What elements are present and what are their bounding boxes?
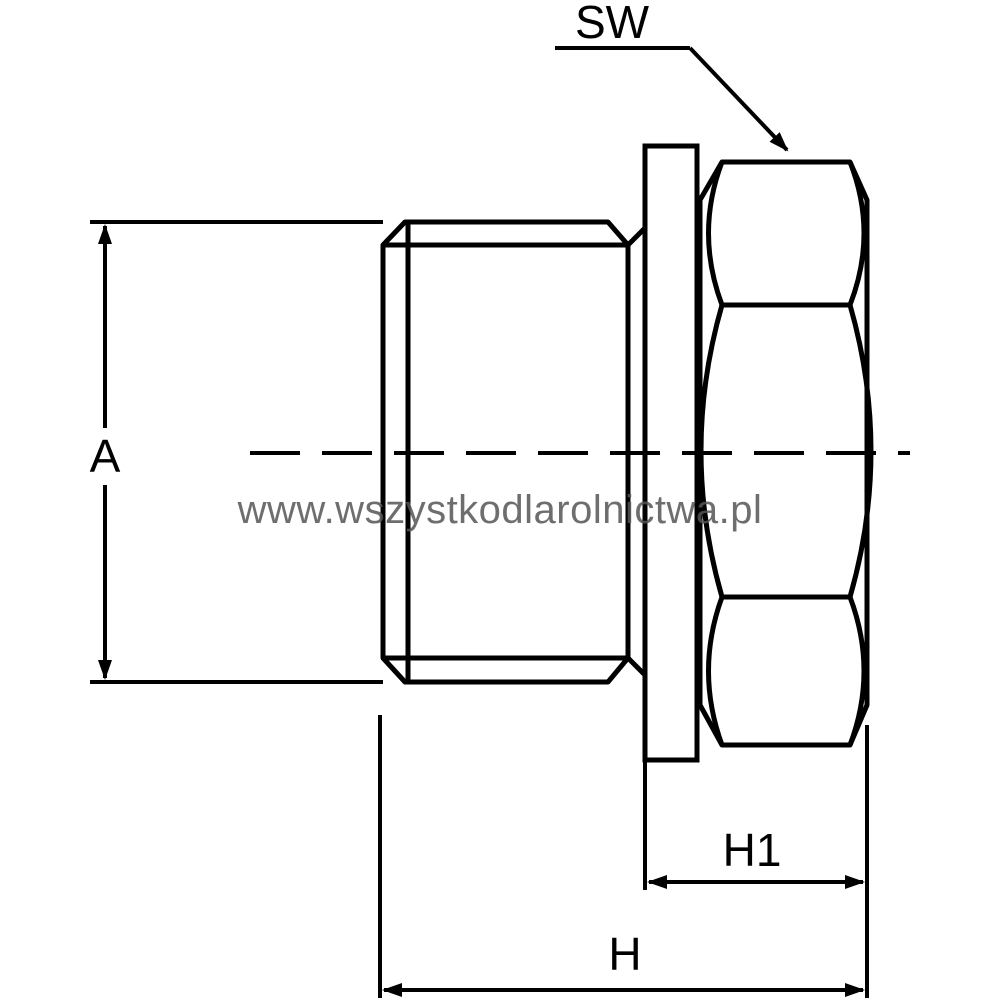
watermark-text: www.wszystkodlarolnictwa.pl — [237, 488, 763, 532]
dimension-a — [90, 220, 383, 684]
label-h1: H1 — [723, 824, 782, 876]
label-h: H — [608, 928, 641, 980]
threaded-body — [380, 219, 647, 685]
label-a: A — [90, 430, 121, 482]
sw-leader — [555, 46, 789, 152]
label-sw: SW — [575, 0, 650, 48]
dimension-h — [378, 715, 869, 998]
dimension-h1 — [643, 762, 865, 890]
